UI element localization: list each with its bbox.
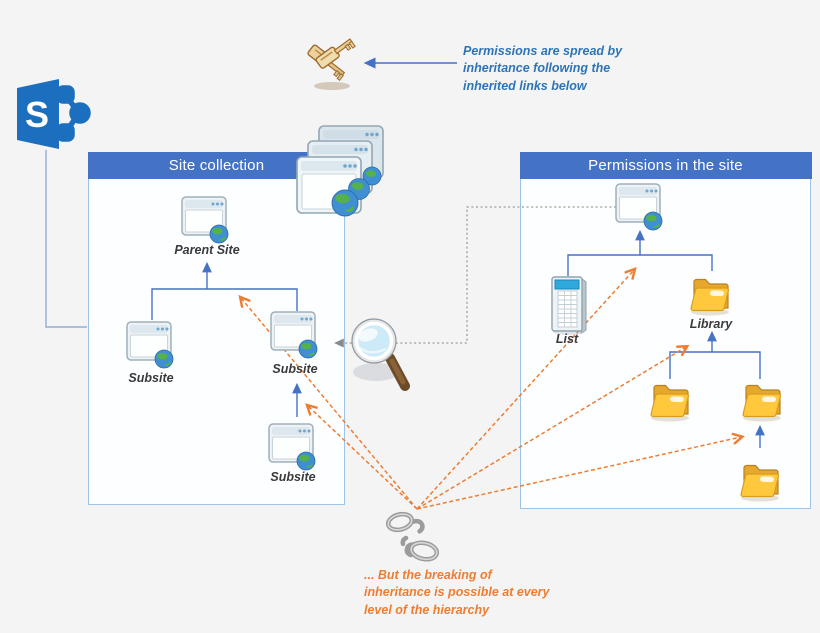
subsite-left-label: Subsite <box>128 371 174 385</box>
parent-site-icon <box>181 196 231 244</box>
subsite-right-label: Subsite <box>272 362 318 376</box>
top-annotation: Permissions are spread by inheritance fo… <box>463 44 623 93</box>
site-collection-header: Site collection <box>87 151 346 179</box>
keys-icon <box>298 36 360 92</box>
bottom-annotation: ... But the breaking of inheritance is p… <box>364 568 550 617</box>
library-label: Library <box>689 317 733 331</box>
logo-to-box-connector <box>45 150 87 328</box>
subsite-left-icon <box>126 321 176 369</box>
sharepoint-logo: S <box>13 76 91 152</box>
permissions-title: Permissions in the site <box>588 156 743 174</box>
permissions-site-icon <box>615 183 665 231</box>
sharepoint-letter: S <box>25 94 49 135</box>
folder-bottom-icon <box>736 458 784 502</box>
list-label: List <box>555 332 579 346</box>
magnifier-icon <box>350 316 416 398</box>
subsite-bottom-icon <box>268 423 318 471</box>
folder-right-icon <box>738 378 786 422</box>
permissions-header: Permissions in the site <box>519 151 812 179</box>
list-icon <box>549 274 589 336</box>
broken-chain-icon <box>383 511 447 567</box>
parent-site-label: Parent Site <box>174 243 240 257</box>
library-folder-icon <box>686 272 734 316</box>
site-stack-icon <box>295 122 391 222</box>
subsite-right-icon <box>270 311 320 359</box>
subsite-bottom-label: Subsite <box>270 470 316 484</box>
site-collection-title: Site collection <box>168 156 265 174</box>
folder-left-icon <box>646 378 694 422</box>
